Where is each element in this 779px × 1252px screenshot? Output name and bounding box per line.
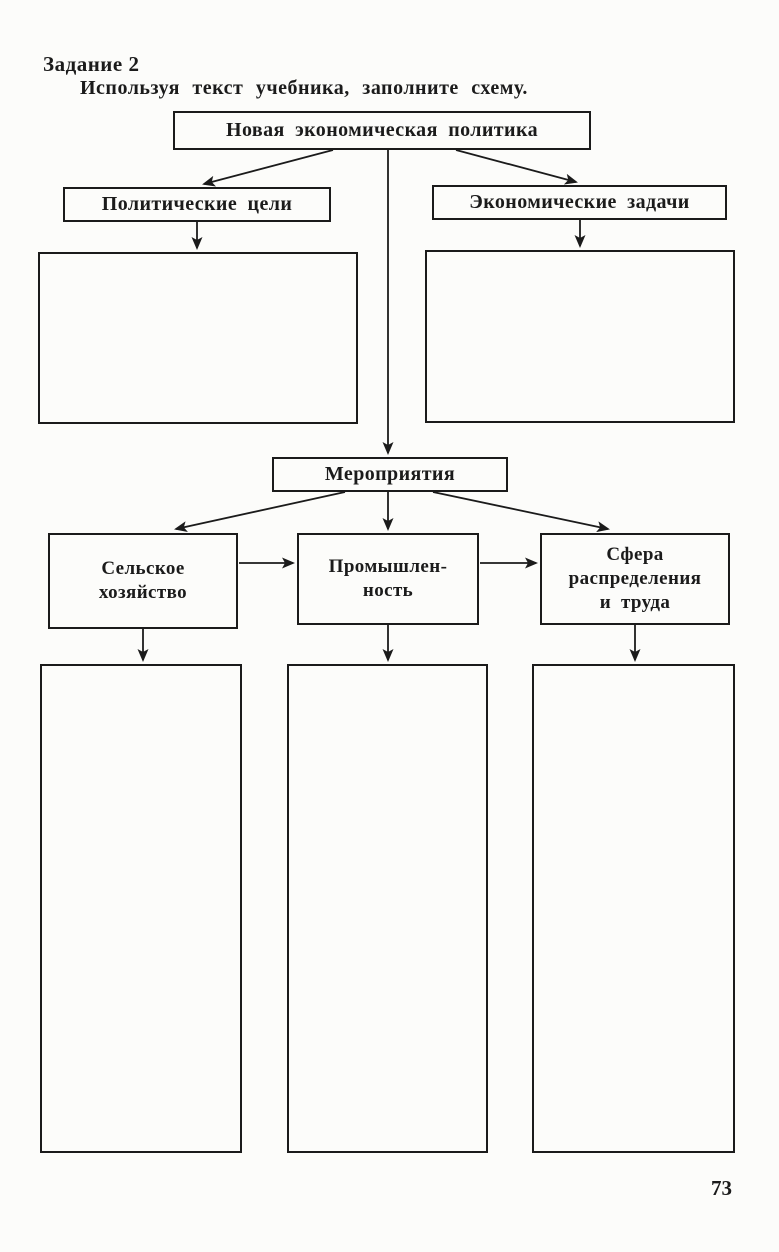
task-instruction: Используя текст учебника, заполните схем… — [80, 77, 528, 99]
task-title: Задание 2 — [43, 52, 140, 76]
answer-box-agriculture[interactable] — [40, 664, 242, 1153]
answer-box-distribution-labor-sphere[interactable] — [532, 664, 735, 1153]
answer-box-political-goals[interactable] — [38, 252, 358, 424]
node-measures: Мероприятия — [272, 457, 508, 492]
node-new-economic-policy: Новая экономическая политика — [173, 111, 591, 150]
answer-box-economic-tasks[interactable] — [425, 250, 735, 423]
answer-box-industry[interactable] — [287, 664, 488, 1153]
page-number: 73 — [711, 1176, 732, 1200]
node-political-goals: Политические цели — [63, 187, 331, 222]
node-industry: Промышлен-ность — [297, 533, 479, 625]
node-economic-tasks: Экономические задачи — [432, 185, 727, 220]
